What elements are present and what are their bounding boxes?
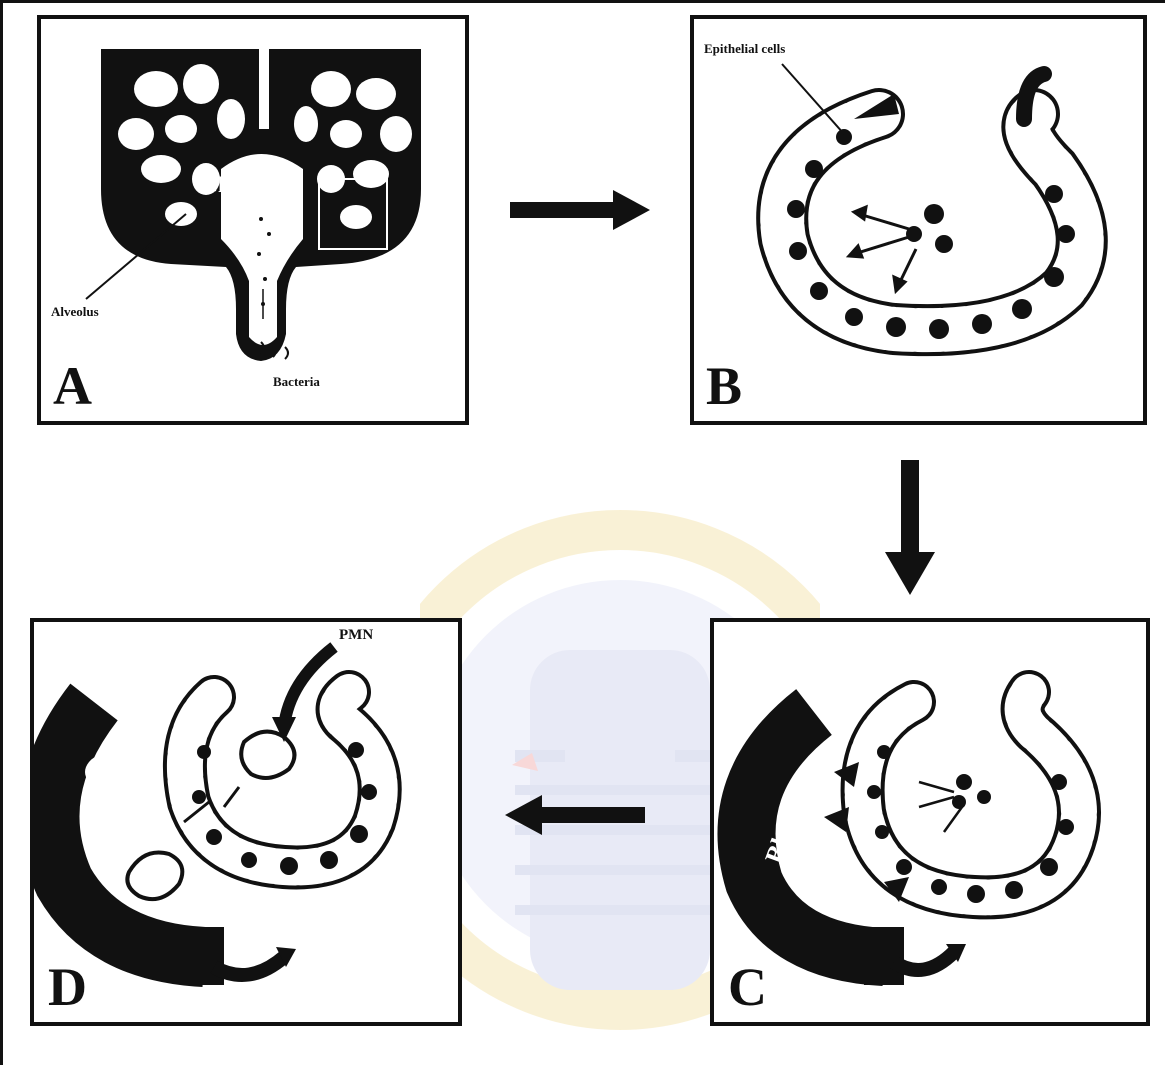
label-bacteria: Bacteria (273, 374, 320, 390)
arrow-c-to-d (500, 790, 650, 840)
panel-b-letter: B (706, 359, 742, 413)
page-border-top (0, 0, 1165, 3)
label-alveolus: Alveolus (51, 304, 99, 320)
panel-d: PMN D (30, 618, 462, 1026)
label-epithelial-cells: Epithelial cells (704, 41, 785, 57)
panel-c: Blood C (710, 618, 1150, 1026)
arrow-b-to-c (880, 460, 940, 600)
panel-c-letter: C (728, 960, 767, 1014)
udder-gland-illustration (41, 19, 465, 421)
panel-d-letter: D (48, 960, 87, 1014)
pmn-migration-illustration (34, 622, 458, 1022)
panel-b: Epithelial cells B (690, 15, 1147, 425)
panel-a-letter: A (53, 359, 92, 413)
arrow-a-to-b (505, 185, 655, 235)
label-pmn: PMN (339, 627, 373, 644)
page-border-left (0, 0, 3, 1065)
panel-a: Gland cistern Alveolus Bacteria A (37, 15, 469, 425)
label-gland: Gland (201, 172, 260, 198)
label-cistern: cistern (231, 204, 266, 219)
epithelial-alveolus-illustration (694, 19, 1143, 421)
